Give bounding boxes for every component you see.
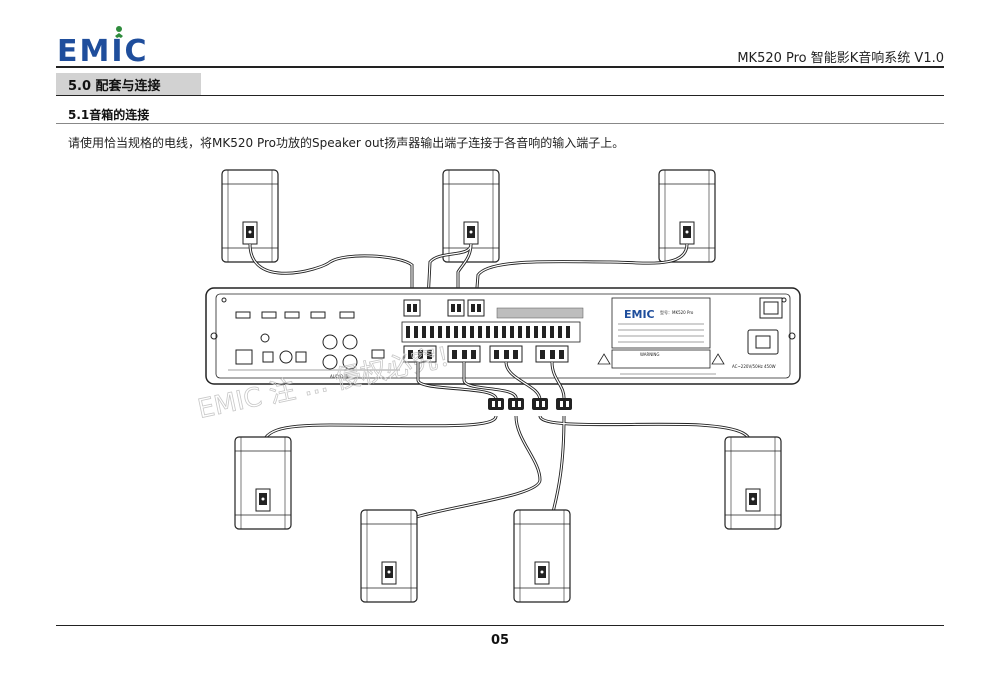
speaker-bottom-right — [513, 509, 571, 603]
amplifier-rear-panel: AUDIO IN — [205, 287, 801, 385]
subsection-title: 5.1音箱的连接 — [68, 108, 150, 122]
section-rule — [56, 95, 944, 96]
section-title-bar — [56, 73, 201, 95]
page-number: 05 — [490, 633, 510, 648]
svg-text:型号：MK520 Pro: 型号：MK520 Pro — [660, 309, 694, 315]
footer-rule — [56, 625, 944, 626]
logo-text: EMIC — [57, 34, 149, 69]
svg-text:AUDIO IN: AUDIO IN — [330, 374, 349, 379]
subsection-rule — [56, 123, 944, 124]
instruction-text: 请使用恰当规格的电线，将MK520 Pro功放的Speaker out扬声器输出… — [68, 136, 625, 150]
svg-text:AC~220V/50Hz 450W: AC~220V/50Hz 450W — [732, 364, 776, 369]
speaker-middle-left — [234, 436, 292, 530]
logo-mark — [115, 26, 123, 38]
speaker-middle-right — [724, 436, 782, 530]
speaker-bottom-left — [360, 509, 418, 603]
svg-text:WARNING: WARNING — [640, 352, 660, 357]
document-title: MK520 Pro 智能影K音响系统 V1.0 — [737, 51, 944, 66]
header-rule — [56, 66, 944, 68]
speaker-connection-diagram: AUDIO IN — [195, 169, 801, 603]
panel-brand: EMIC — [624, 308, 655, 321]
section-title: 5.0 配套与连接 — [68, 79, 161, 94]
emic-logo: EMIC — [57, 22, 157, 69]
